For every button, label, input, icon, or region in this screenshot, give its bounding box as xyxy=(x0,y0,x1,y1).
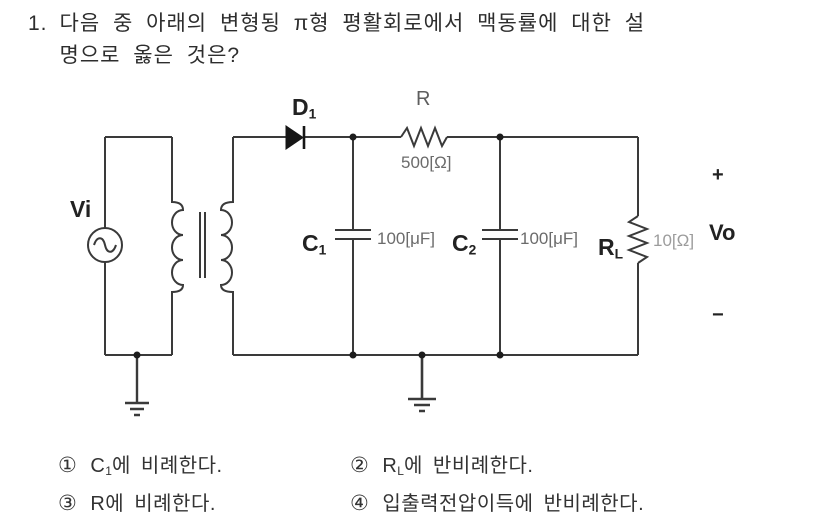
output-label-vo: Vo xyxy=(709,220,736,245)
option-3: ③ R에 비례한다. xyxy=(58,487,216,516)
resistor-rl-symbol xyxy=(626,215,650,264)
option-4: ④ 입출력전압이득에 반비례한다. xyxy=(350,487,644,516)
transformer-core xyxy=(199,212,206,278)
option-2-text: RL에 반비례한다. xyxy=(382,455,534,478)
option-2-number: ② xyxy=(350,454,370,477)
option-3-number: ③ xyxy=(58,492,78,515)
option-1-text: C1에 비례한다. xyxy=(90,455,223,478)
question-line-1: 다음 중 아래의 변형됭 π형 평활회로에서 맥동률에 대한 설 xyxy=(59,12,646,35)
polarity-plus: + xyxy=(712,164,724,186)
option-3-text: R에 비례한다. xyxy=(90,493,216,515)
question-number: 1. xyxy=(28,12,48,35)
ac-source-symbol xyxy=(87,227,123,263)
question-text: 다음 중 아래의 변형됭 π형 평활회로에서 맥동률에 대한 설 명으로 옳은 … xyxy=(60,8,646,72)
capacitor-c2-symbol xyxy=(482,137,518,355)
transformer-secondary-winding xyxy=(219,137,234,355)
resistor-r-label: R xyxy=(416,88,431,110)
question-line-2: 명으로 옳은 것은? xyxy=(59,44,241,67)
resistor-rl-label: RL xyxy=(598,234,624,262)
ground-symbol-left xyxy=(125,355,149,417)
diode-label-d1: D1 xyxy=(292,94,317,122)
junction-dots xyxy=(133,133,504,359)
option-1: ① C1에 비례한다. xyxy=(58,449,223,478)
option-4-text: 입출력전압이득에 반비례한다. xyxy=(382,493,645,515)
diode-d1-symbol xyxy=(285,125,306,150)
source-label-vi: Vi xyxy=(70,196,92,222)
cap-c1-value: 100[μF] xyxy=(377,229,435,248)
resistor-rl-value: 10[Ω] xyxy=(653,231,695,250)
polarity-minus: − xyxy=(712,304,724,326)
cap-c2-label: C2 xyxy=(452,230,477,258)
transformer-primary-winding xyxy=(171,137,185,355)
cap-c1-label: C1 xyxy=(302,230,327,258)
sine-wave-icon xyxy=(93,237,117,253)
resistor-r-value: 500[Ω] xyxy=(401,153,452,172)
option-2: ② RL에 반비례한다. xyxy=(350,449,533,478)
option-1-number: ① xyxy=(58,454,78,477)
question-block: 1. 다음 중 아래의 변형됭 π형 평활회로에서 맥동률에 대한 설 명으로 … xyxy=(28,8,645,72)
cap-c2-value: 100[μF] xyxy=(520,229,578,248)
option-4-number: ④ xyxy=(350,492,370,515)
resistor-r-symbol xyxy=(400,125,448,149)
ground-symbol-right xyxy=(408,355,436,413)
capacitor-c1-symbol xyxy=(335,137,371,355)
